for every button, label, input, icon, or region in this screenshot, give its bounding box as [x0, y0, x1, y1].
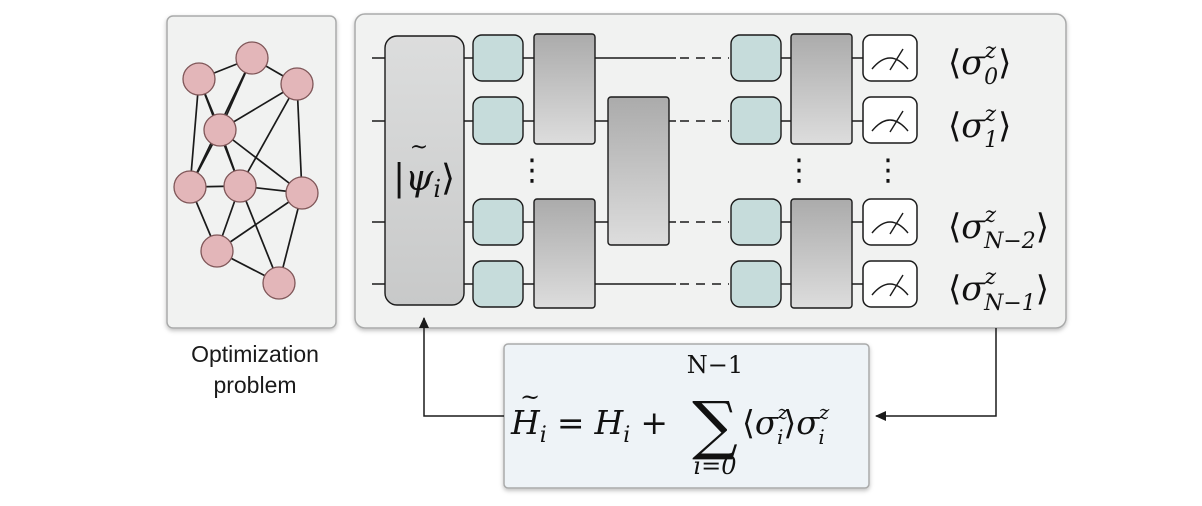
graph-node — [262, 266, 296, 300]
svg-text:Hi=Hi+: Hi=Hi+ — [510, 403, 668, 448]
graph-node — [173, 170, 207, 204]
vertical-ellipsis: ⋮ — [517, 153, 547, 188]
graph-node — [203, 113, 237, 147]
lhs-tilde: ~ — [520, 383, 540, 411]
small-gate — [472, 34, 524, 82]
small-gate — [730, 198, 782, 246]
graph-node — [182, 62, 216, 96]
small-gate — [730, 96, 782, 145]
measurement-meter — [862, 96, 918, 144]
small-gate — [472, 96, 524, 145]
graph-node — [280, 67, 314, 101]
small-gate — [472, 198, 524, 246]
entangling-gate — [790, 33, 853, 145]
state-label-tilde: ~ — [410, 135, 428, 160]
graph-edge — [189, 78, 200, 188]
wire-dashes — [680, 57, 729, 285]
graph-caption-line-2: problem — [213, 372, 297, 398]
sum-lower-limit: i=0 — [693, 452, 736, 480]
graph-edge — [239, 185, 280, 284]
graph-node — [235, 41, 269, 75]
feedback-arrow-to-equation — [875, 328, 997, 421]
feedback-arrow-to-circuit — [419, 317, 504, 417]
svg-text:⟨σzi⟩σzi: ⟨σzi⟩σzi — [742, 400, 830, 449]
entangling-gate — [533, 33, 596, 145]
entangling-gate — [533, 198, 596, 309]
circuit-panel — [354, 13, 1067, 329]
measurement-meter — [862, 34, 918, 82]
vertical-ellipsis: ⋮ — [873, 153, 903, 188]
measurement-meter — [862, 260, 918, 308]
entangling-gate — [790, 198, 853, 309]
small-gate — [730, 260, 782, 308]
small-gate — [472, 260, 524, 308]
vertical-ellipsis: ⋮ — [784, 153, 814, 188]
graph-node — [200, 234, 234, 268]
graph-node — [285, 176, 319, 210]
measurement-meter — [862, 198, 918, 246]
graph-edge — [296, 83, 303, 194]
graph-node — [223, 169, 257, 203]
graph-nodes — [173, 41, 319, 300]
single-qubit-gates — [472, 34, 782, 308]
state-label: |ψi⟩ — [393, 158, 455, 203]
sum-symbol: ∑ — [692, 389, 738, 463]
sum-upper-limit: N−1 — [687, 351, 743, 379]
graph-edge — [219, 129, 303, 194]
measurement-meters — [862, 34, 918, 308]
graph-edge — [239, 83, 298, 187]
graph-caption-line-1: Optimization — [191, 341, 319, 367]
two-qubit-gates — [533, 33, 853, 309]
graph-edge — [216, 192, 303, 252]
small-gate — [730, 34, 782, 82]
entangling-gate — [607, 96, 670, 246]
state-preparation-box — [384, 35, 465, 306]
